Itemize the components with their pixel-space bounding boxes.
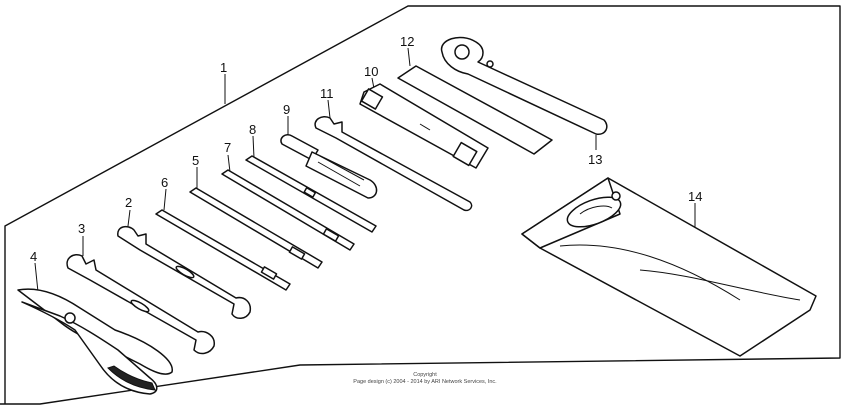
socket-10: [359, 83, 489, 169]
callout-11: 11: [320, 86, 334, 101]
callout-7: 7: [224, 140, 231, 155]
spanner-11: [314, 116, 473, 212]
callout-4: 4: [30, 249, 37, 264]
callout-3: 3: [78, 221, 85, 236]
callout-labels: 1 2 3 4 5 6 7 8 9 10 11 12 13 14: [30, 34, 702, 264]
screwdriver-9: [280, 133, 378, 199]
callout-6: 6: [161, 175, 168, 190]
callout-5: 5: [192, 153, 199, 168]
callout-8: 8: [249, 122, 256, 137]
tool-5: [189, 187, 323, 269]
pliers: [17, 288, 173, 395]
callout-2: 2: [125, 195, 132, 210]
tool-8: [245, 155, 377, 233]
bar-12: [397, 65, 553, 155]
callout-14: 14: [688, 189, 702, 204]
copyright-title: Copyright: [413, 372, 437, 378]
wrench-2: [117, 225, 252, 319]
copyright-notice: Copyright Page design (c) 2004 - 2014 by…: [280, 372, 570, 386]
copyright-line: Page design (c) 2004 - 2014 by ARI Netwo…: [353, 379, 497, 385]
callout-9: 9: [283, 102, 290, 117]
callout-1: 1: [220, 60, 227, 75]
tool-6: [155, 209, 291, 291]
kit-outline: [0, 5, 841, 405]
wrench-3: [66, 254, 215, 355]
callout-10: 10: [364, 64, 378, 79]
callout-13: 13: [588, 152, 602, 167]
callout-12: 12: [400, 34, 414, 49]
tool-7: [221, 169, 355, 251]
ring-spanner-13: [440, 36, 608, 135]
tool-pouch-14: [521, 177, 817, 357]
